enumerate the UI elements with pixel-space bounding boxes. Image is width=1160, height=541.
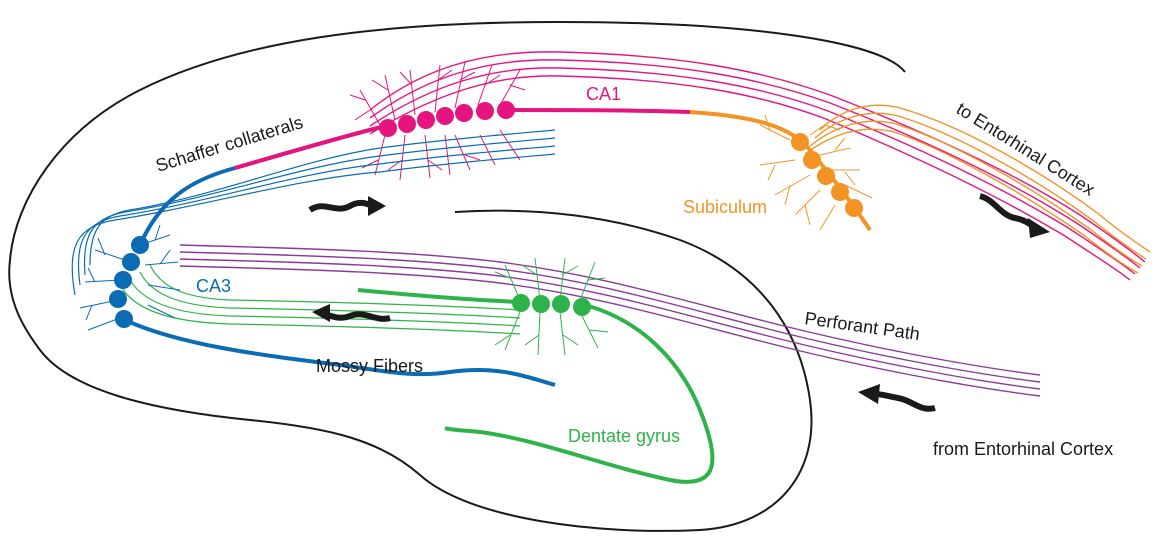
ca3-cell bbox=[131, 236, 149, 254]
ca3-cell-bodies bbox=[109, 236, 149, 328]
subiculum-cell-bodies bbox=[791, 133, 863, 217]
label-ca3: CA3 bbox=[196, 276, 231, 296]
label-perforant-path: Perforant Path bbox=[803, 308, 921, 344]
label-to-entorhinal: to Entorhinal Cortex bbox=[953, 98, 1099, 199]
ca1-cell bbox=[417, 111, 435, 129]
ca3-cell bbox=[122, 253, 140, 271]
arrow-to-ca1 bbox=[310, 196, 386, 216]
subiculum-cell bbox=[791, 133, 809, 151]
label-from-entorhinal: from Entorhinal Cortex bbox=[933, 439, 1113, 459]
arrow-to-entorhinal bbox=[980, 196, 1050, 238]
label-subiculum: Subiculum bbox=[683, 197, 767, 217]
ca1-cell bbox=[455, 104, 473, 122]
subiculum-cell bbox=[817, 167, 835, 185]
dentate-cell bbox=[512, 294, 530, 312]
ca3-cell bbox=[115, 310, 133, 328]
ca1-output-fibers bbox=[370, 52, 1145, 280]
arrow-from-entorhinal bbox=[858, 384, 935, 409]
subiculum-cell bbox=[845, 199, 863, 217]
perforant-path-fibers bbox=[180, 245, 1040, 396]
flow-arrows bbox=[310, 196, 1050, 409]
ca3-cell bbox=[109, 290, 127, 308]
ca1-cell bbox=[398, 115, 416, 133]
dentate-cell bbox=[573, 298, 591, 316]
label-schaffer-collaterals: Schaffer collaterals bbox=[153, 112, 305, 176]
ca3-cell bbox=[114, 271, 132, 289]
ca1-axon bbox=[505, 110, 690, 112]
ca1-cell bbox=[436, 107, 454, 125]
subiculum-cell bbox=[803, 151, 821, 169]
dentate-cell bbox=[532, 295, 550, 313]
ca1-cell bbox=[497, 101, 515, 119]
ca1-cell-bodies bbox=[379, 101, 515, 137]
label-mossy-fibers: Mossy Fibers bbox=[316, 356, 423, 376]
label-ca1: CA1 bbox=[586, 84, 621, 104]
dentate-cell-bodies bbox=[512, 294, 591, 316]
dentate-cell bbox=[552, 295, 570, 313]
ca1-cell bbox=[379, 119, 397, 137]
subiculum-cell bbox=[831, 183, 849, 201]
ca1-cell bbox=[476, 102, 494, 120]
label-dentate-gyrus: Dentate gyrus bbox=[568, 426, 680, 446]
dentate-gyrus-axon bbox=[358, 290, 520, 302]
